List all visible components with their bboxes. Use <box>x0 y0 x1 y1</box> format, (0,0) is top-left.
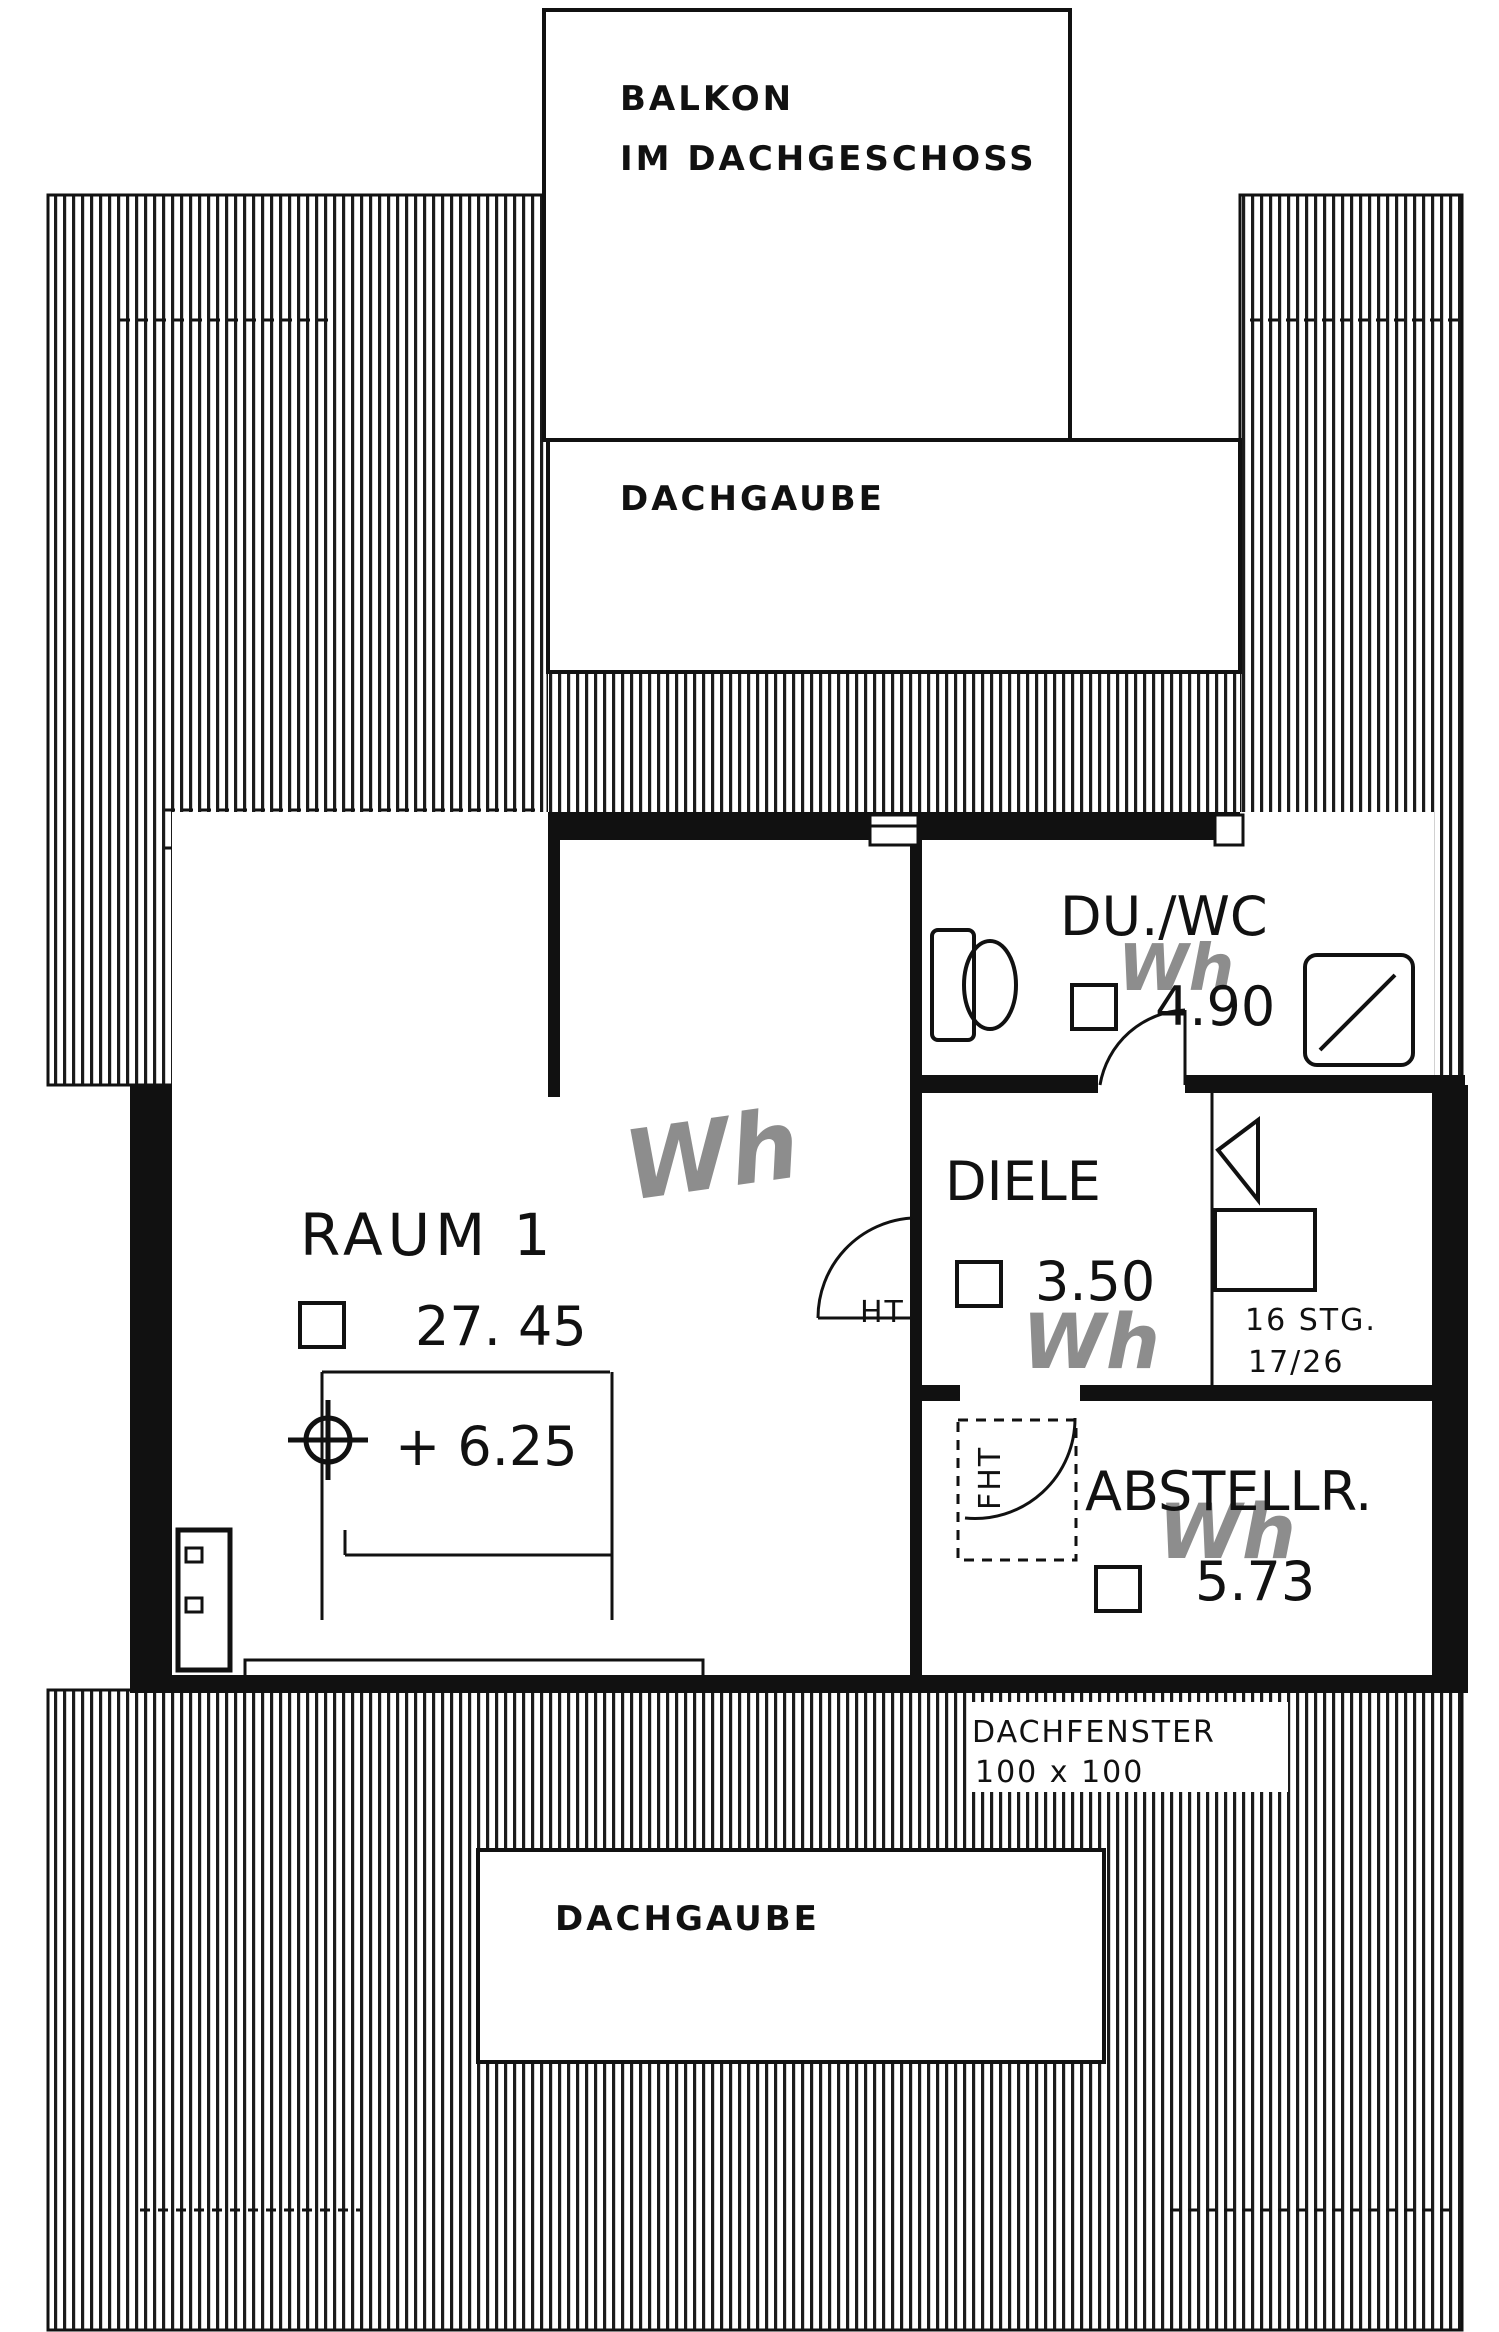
watermark-bath: Wh <box>1118 932 1234 1006</box>
watermark-room1: Wh <box>618 1088 806 1223</box>
storage-area: 5.73 <box>1195 1550 1315 1613</box>
door-code-storage: FHT <box>973 1446 1008 1510</box>
bath-name: DU./WC <box>1060 885 1268 948</box>
door-bath <box>1098 1008 1187 1086</box>
dormer-bottom: DACHGAUBE <box>476 1848 1106 2064</box>
balcony-label-line2: IM DACHGESCHOSS <box>620 139 1037 179</box>
door-room1 <box>816 1216 913 1320</box>
stairs-ratio: 17/26 <box>1248 1345 1344 1380</box>
dormer-bottom-label: DACHGAUBE <box>555 1899 820 1939</box>
hall-area: 3.50 <box>1035 1250 1155 1313</box>
door-code-room1: HT <box>860 1295 905 1330</box>
skylight-label-line1: DACHFENSTER <box>972 1715 1216 1750</box>
stairs-steps: 16 STG. <box>1245 1303 1377 1338</box>
hall-name: DIELE <box>945 1150 1101 1213</box>
room1-area: 27. 45 <box>415 1295 587 1358</box>
toilet-fixture <box>930 928 1018 1042</box>
bath-area: 4.90 <box>1155 975 1275 1038</box>
door-codes: HT FHT <box>860 1295 1008 1510</box>
watermark-hall: Wh <box>1022 1297 1160 1386</box>
watermark-storage: Wh <box>1158 1487 1296 1576</box>
stairs-fixture <box>1213 1116 1317 1292</box>
room1-name: RAUM 1 <box>300 1201 555 1269</box>
survey-mark-icon <box>288 1400 368 1480</box>
hall-labels: DIELE 3.50 <box>945 1150 1155 1313</box>
interior-floor <box>172 812 1434 1692</box>
interior-lines <box>139 813 1245 1682</box>
room1-height: + 6.25 <box>395 1415 578 1478</box>
room1-labels: RAUM 1 27. 45 + 6.25 <box>300 1201 587 1478</box>
door-storage <box>956 1417 1078 1562</box>
dormer-top-label: DACHGAUBE <box>620 479 885 519</box>
dormer-top: DACHGAUBE <box>546 438 1242 674</box>
stairs-labels: 16 STG. 17/26 <box>1245 1303 1377 1380</box>
bath-labels: DU./WC 4.90 <box>1060 885 1275 1038</box>
roof-top-middle <box>548 672 1240 812</box>
area-markers <box>298 983 1142 1613</box>
watermarks: Wh Wh Wh Wh <box>618 932 1296 1576</box>
shower-fixture <box>1303 953 1415 1067</box>
skylight: DACHFENSTER 100 x 100 <box>968 1702 1288 1792</box>
storage-name: ABSTELLR. <box>1085 1460 1372 1523</box>
balcony-label-line1: BALKON <box>620 79 794 119</box>
balcony: BALKON IM DACHGESCHOSS <box>542 8 1072 442</box>
storage-labels: ABSTELLR. 5.73 <box>1085 1460 1372 1613</box>
skylight-label-line2: 100 x 100 <box>975 1755 1144 1790</box>
